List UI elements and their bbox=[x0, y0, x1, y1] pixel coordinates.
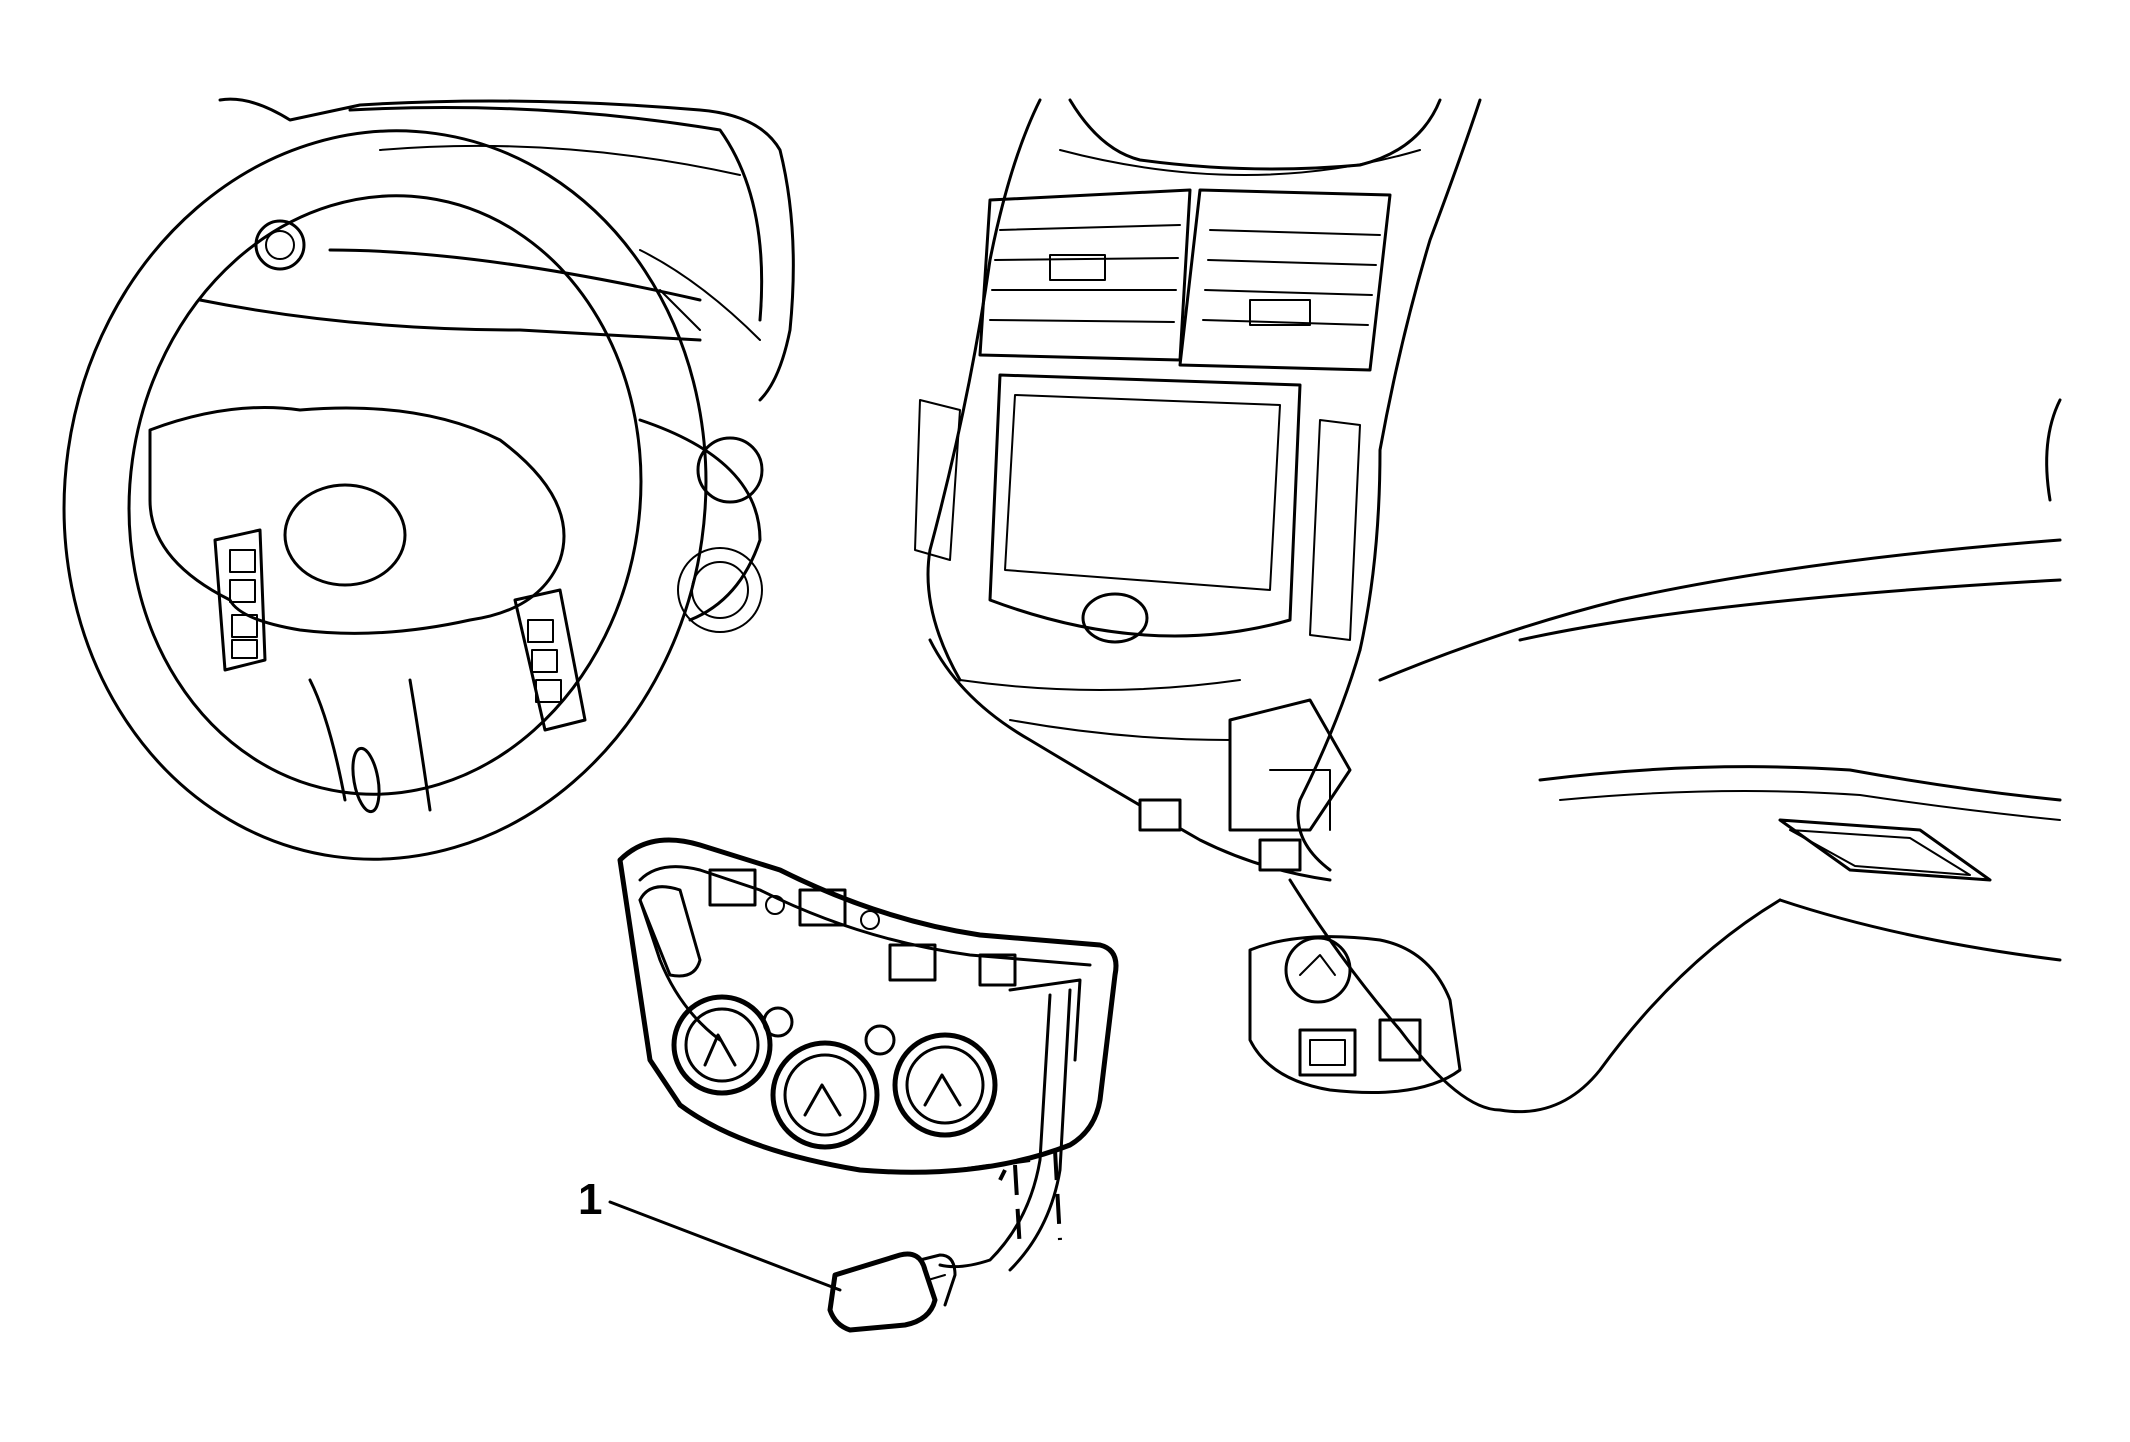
hvac-knob-left bbox=[671, 994, 773, 1096]
hvac-control-module bbox=[617, 837, 1119, 1175]
passenger-dash bbox=[1248, 398, 2062, 1114]
steering-wheel bbox=[62, 129, 764, 861]
callout-1: 1 bbox=[578, 1175, 842, 1292]
center-stack bbox=[914, 98, 1482, 882]
instrument-cluster bbox=[198, 97, 795, 402]
callout-label: 1 bbox=[578, 1175, 602, 1224]
wiring-harness bbox=[938, 988, 1072, 1272]
callout-leader-line bbox=[608, 1200, 842, 1292]
hvac-knob-right bbox=[892, 1032, 998, 1138]
hvac-knob-center bbox=[770, 1040, 880, 1150]
electrical-connector bbox=[827, 1251, 957, 1333]
